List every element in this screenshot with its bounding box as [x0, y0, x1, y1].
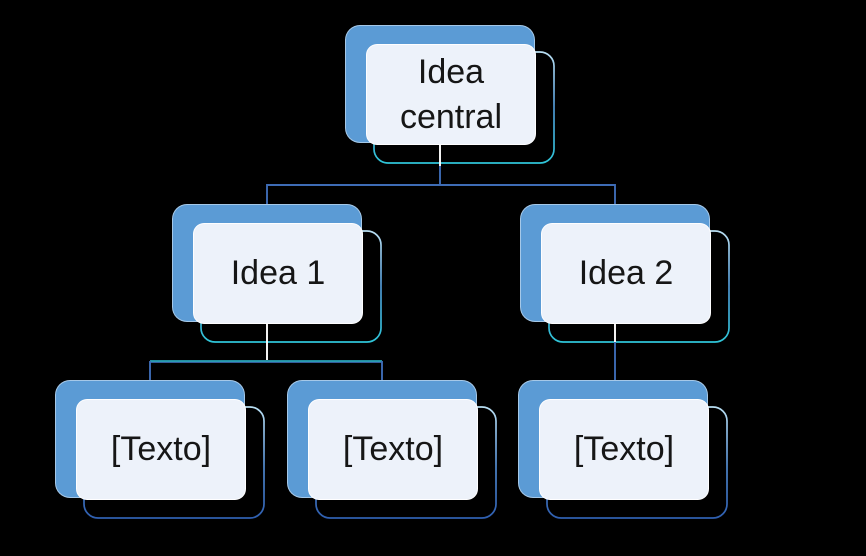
- node-front-panel[interactable]: Idea 1: [193, 223, 363, 324]
- hierarchy-node-central[interactable]: Idea central: [345, 25, 554, 164]
- node-label: Idea 2: [578, 254, 674, 293]
- node-front-panel[interactable]: [Texto]: [539, 399, 709, 500]
- node-label: [Texto]: [342, 430, 444, 469]
- node-label: [Texto]: [110, 430, 212, 469]
- connector-central-to-children: [266, 184, 616, 204]
- node-label: [Texto]: [573, 430, 675, 469]
- hierarchy-node-texto-2[interactable]: [Texto]: [287, 380, 496, 519]
- node-label: Idea 1: [230, 254, 326, 293]
- hierarchy-node-idea-2[interactable]: Idea 2: [520, 204, 729, 343]
- node-label: Idea central: [399, 53, 503, 136]
- hierarchy-node-texto-3[interactable]: [Texto]: [518, 380, 727, 519]
- hierarchy-node-idea-1[interactable]: Idea 1: [172, 204, 381, 343]
- node-front-panel[interactable]: Idea central: [366, 44, 536, 145]
- hierarchy-node-texto-1[interactable]: [Texto]: [55, 380, 264, 519]
- node-front-panel[interactable]: Idea 2: [541, 223, 711, 324]
- node-front-panel[interactable]: [Texto]: [76, 399, 246, 500]
- node-front-panel[interactable]: [Texto]: [308, 399, 478, 500]
